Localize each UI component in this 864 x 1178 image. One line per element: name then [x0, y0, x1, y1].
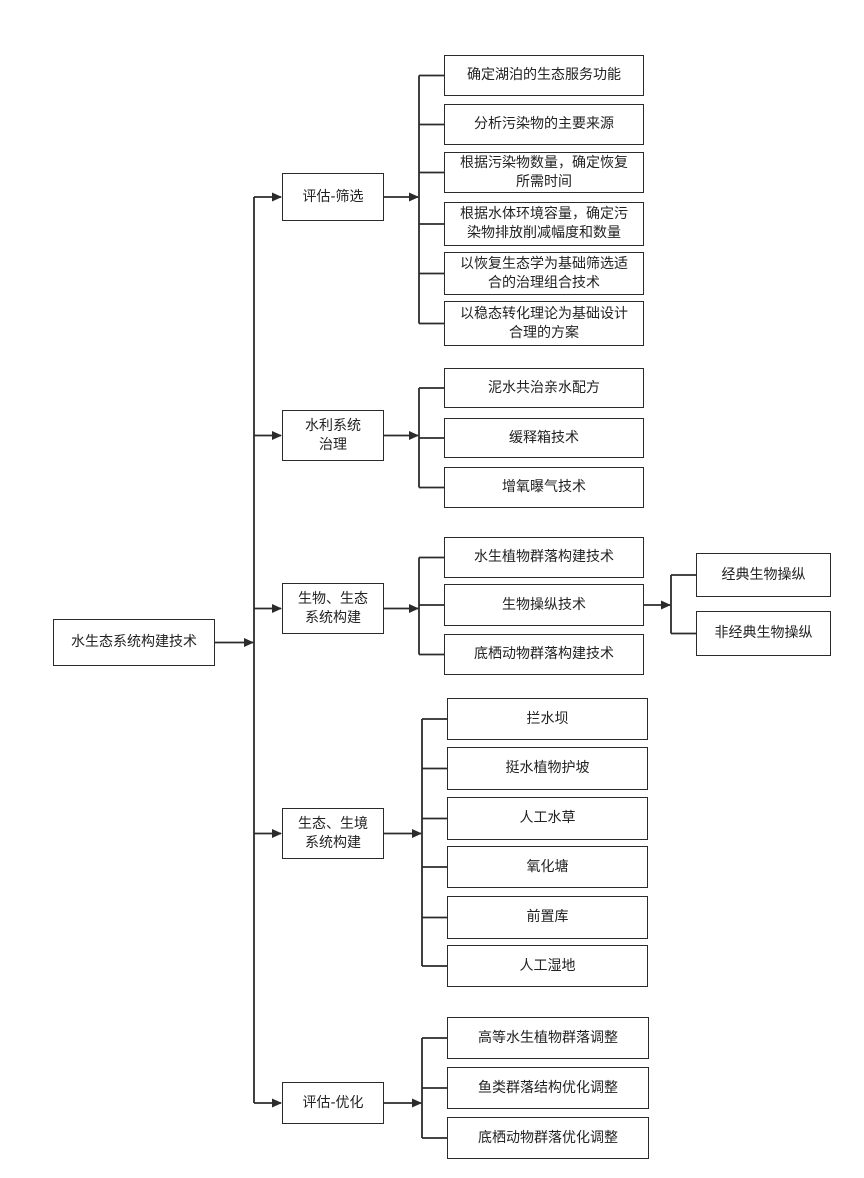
label-line: 以稳态转化理论为基础设计: [460, 305, 628, 322]
root-label: 水生态系统构建技术: [71, 634, 197, 650]
child-node: 泥水共治亲水配方: [444, 368, 644, 408]
label-line: 经典生物操纵: [721, 566, 806, 583]
child-node-text: 人工湿地: [520, 957, 576, 976]
child-node: 增氧曝气技术: [444, 467, 644, 508]
label-line: 染物排放削减幅度和数量: [467, 225, 621, 241]
branch-node-text: 生态、生境系统构建: [298, 815, 368, 853]
label-line: 鱼类群落结构优化调整: [478, 1079, 618, 1096]
child-node-text: 以恢复生态学为基础筛选适合的治理组合技术: [460, 255, 628, 293]
child-node: 挺水植物护坡: [447, 747, 648, 790]
child-node: 拦水坝: [447, 698, 648, 740]
branch-node: 生物、生态系统构建: [282, 583, 384, 634]
label-line: 前置库: [526, 909, 569, 925]
branch-node-text: 评估-筛选: [302, 188, 363, 207]
child-node: 确定湖泊的生态服务功能: [444, 55, 644, 96]
leaf-node-text: 经典生物操纵: [722, 566, 806, 585]
branch-node: 生态、生境系统构建: [282, 808, 384, 859]
child-node: 分析污染物的主要来源: [444, 104, 644, 145]
child-node-text: 底栖动物群落构建技术: [474, 645, 614, 664]
label-line: 生物操纵技术: [502, 596, 586, 613]
child-node-text: 以稳态转化理论为基础设计合理的方案: [460, 305, 628, 343]
label-line: 增氧曝气技术: [502, 479, 586, 495]
child-node-text: 泥水共治亲水配方: [488, 379, 600, 398]
label-line: 生态、生境: [298, 815, 368, 832]
label-line: 挺水植物护坡: [505, 760, 590, 776]
label-line: 评估-筛选: [302, 188, 364, 205]
child-node-text: 鱼类群落结构优化调整: [478, 1079, 618, 1098]
label-line: 合理的方案: [509, 324, 579, 341]
label-line: 系统构建: [305, 834, 361, 851]
child-node-text: 缓释箱技术: [509, 429, 579, 448]
label-line: 水利系统: [305, 417, 361, 434]
branch-node: 评估-筛选: [282, 173, 384, 221]
child-node: 底栖动物群落构建技术: [444, 634, 644, 675]
leaf-node: 经典生物操纵: [696, 553, 831, 597]
label-line: 高等水生植物群落调整: [478, 1029, 618, 1046]
child-node-text: 前置库: [527, 908, 569, 927]
child-node: 人工水草: [447, 797, 648, 840]
label-line: 评估-优化: [302, 1094, 364, 1111]
child-node-text: 人工水草: [520, 809, 576, 828]
branch-node: 水利系统治理: [282, 410, 384, 461]
child-node: 缓释箱技术: [444, 418, 644, 458]
child-node: 水生植物群落构建技术: [444, 537, 644, 578]
label-line: 生物、生态: [298, 590, 368, 607]
child-node-text: 生物操纵技术: [502, 596, 586, 615]
label-line: 分析污染物的主要来源: [474, 116, 614, 132]
label-line: 治理: [319, 436, 347, 453]
child-node: 鱼类群落结构优化调整: [447, 1067, 649, 1109]
child-node-text: 氧化塘: [527, 858, 569, 877]
label-line: 根据污染物数量，确定恢复: [460, 154, 628, 171]
child-node: 人工湿地: [447, 945, 648, 987]
child-node-text: 底栖动物群落优化调整: [478, 1129, 618, 1148]
child-node-text: 分析污染物的主要来源: [474, 115, 614, 134]
branch-node-text: 水利系统治理: [305, 417, 361, 455]
label-line: 根据水体环境容量，确定污: [460, 206, 628, 222]
label-line: 氧化塘: [526, 858, 569, 875]
label-line: 缓释箱技术: [509, 429, 579, 446]
label-line: 非经典生物操纵: [714, 625, 813, 641]
label-line: 底栖动物群落优化调整: [478, 1129, 618, 1146]
child-node: 以恢复生态学为基础筛选适合的治理组合技术: [444, 252, 644, 295]
child-node-text: 增氧曝气技术: [502, 478, 586, 497]
child-node: 高等水生植物群落调整: [447, 1017, 649, 1059]
child-node: 根据污染物数量，确定恢复所需时间: [444, 152, 644, 193]
child-node: 氧化塘: [447, 846, 648, 888]
label-line: 合的治理组合技术: [488, 274, 600, 291]
label-line: 所需时间: [516, 173, 572, 190]
root-node: 水生态系统构建技术: [53, 619, 215, 666]
child-node-text: 挺水植物护坡: [506, 759, 590, 778]
label-line: 底栖动物群落构建技术: [474, 646, 614, 662]
child-node-text: 根据水体环境容量，确定污染物排放削减幅度和数量: [460, 205, 628, 243]
label-line: 以恢复生态学为基础筛选适: [460, 255, 628, 272]
label-line: 确定湖泊的生态服务功能: [467, 67, 621, 83]
branch-node-text: 生物、生态系统构建: [298, 590, 368, 628]
label-line: 人工湿地: [519, 957, 576, 974]
label-line: 人工水草: [519, 810, 576, 826]
label-line: 拦水坝: [526, 710, 569, 727]
child-node-text: 水生植物群落构建技术: [474, 548, 614, 567]
branch-node-text: 评估-优化: [302, 1094, 363, 1113]
label-line: 水生植物群落构建技术: [474, 549, 614, 565]
child-node-text: 高等水生植物群落调整: [478, 1029, 618, 1048]
child-node-text: 拦水坝: [527, 710, 569, 729]
leaf-node: 非经典生物操纵: [696, 611, 831, 656]
label-line: 泥水共治亲水配方: [488, 379, 600, 396]
child-node-text: 确定湖泊的生态服务功能: [467, 66, 621, 85]
leaf-node-text: 非经典生物操纵: [715, 624, 813, 643]
child-node: 生物操纵技术: [444, 584, 644, 626]
branch-node: 评估-优化: [282, 1082, 384, 1124]
child-node-text: 根据污染物数量，确定恢复所需时间: [460, 154, 628, 192]
child-node: 底栖动物群落优化调整: [447, 1117, 649, 1159]
label-line: 系统构建: [305, 609, 361, 626]
child-node: 前置库: [447, 896, 648, 939]
child-node: 以稳态转化理论为基础设计合理的方案: [444, 301, 644, 346]
child-node: 根据水体环境容量，确定污染物排放削减幅度和数量: [444, 202, 644, 246]
